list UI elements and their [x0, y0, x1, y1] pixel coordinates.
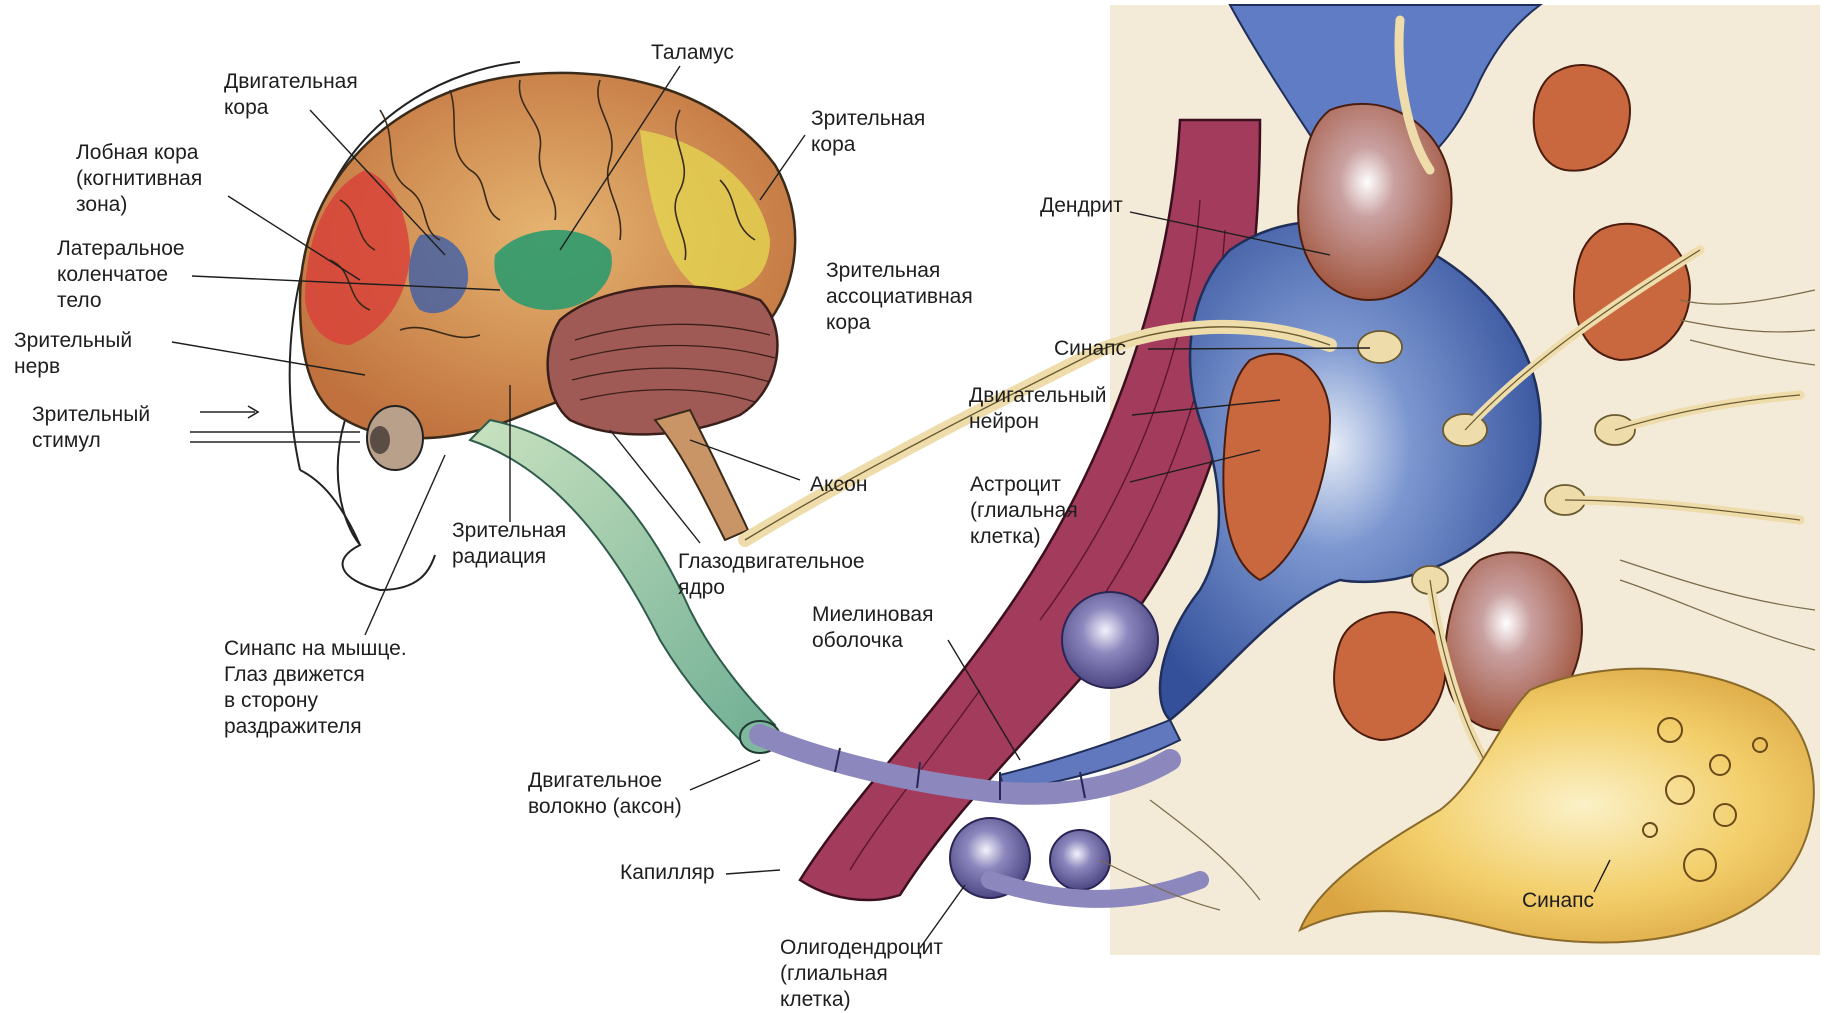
brain-stem	[655, 410, 748, 540]
cerebellum	[548, 286, 778, 434]
label-thalamus: Таламус	[651, 40, 734, 66]
label-synapse-top: Синапс	[1054, 336, 1126, 362]
label-synapse-bottom: Синапс	[1522, 888, 1594, 914]
label-capillary: Капилляр	[620, 860, 715, 886]
eye-pupil	[370, 426, 390, 454]
label-axon: Аксон	[810, 472, 867, 498]
label-dendrite: Дендрит	[1040, 193, 1123, 219]
